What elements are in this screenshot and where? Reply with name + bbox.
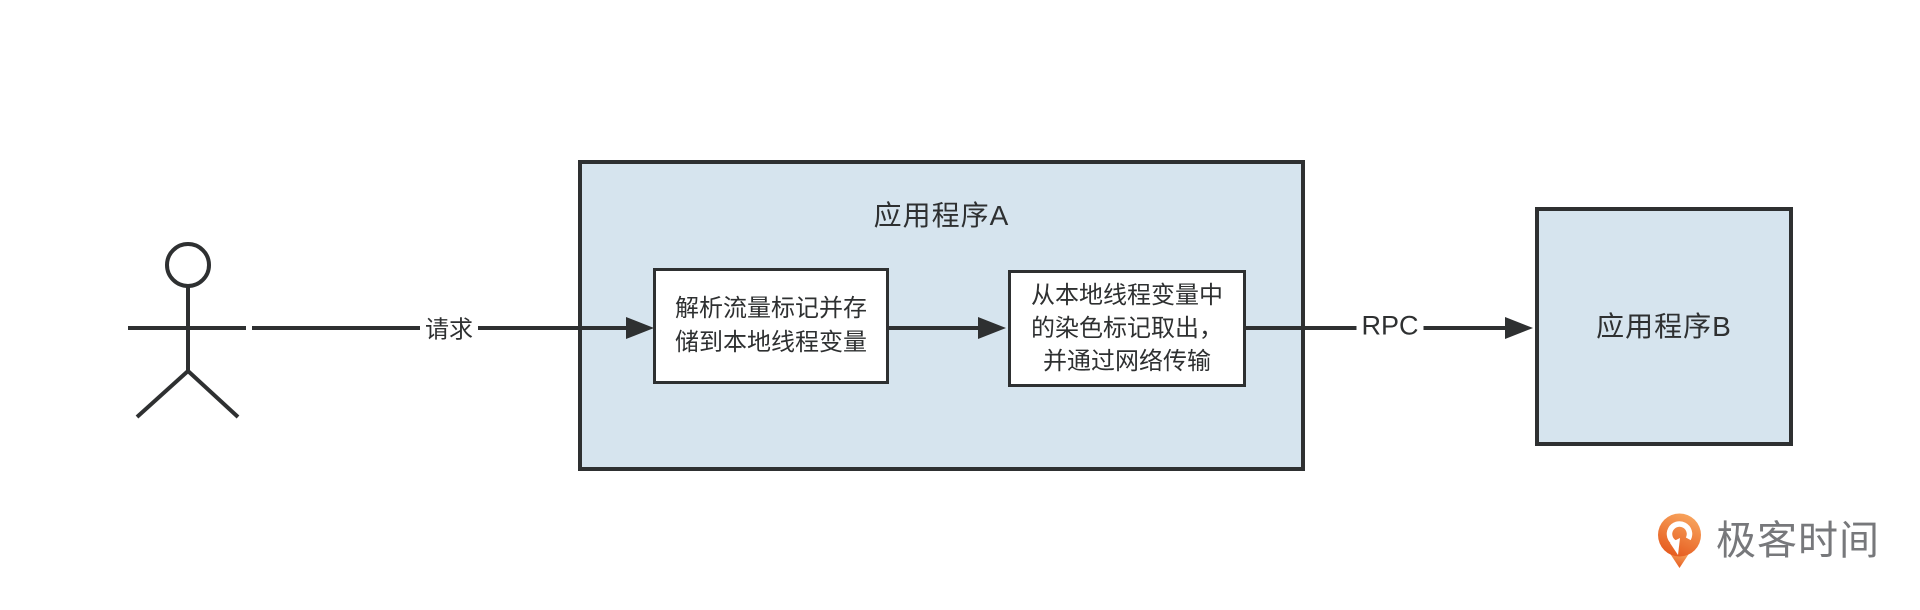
app-a-title: 应用程序A bbox=[873, 200, 1010, 231]
brand-logo: 极客时间 bbox=[1656, 512, 1880, 570]
step-extract-and-transmit-box: 从本地线程变量中 的染色标记取出， 并通过网络传输 bbox=[1008, 270, 1246, 387]
app-b-title: 应用程序B bbox=[1596, 310, 1732, 342]
step-parse-and-store-label: 解析流量标记并存 储到本地线程变量 bbox=[675, 295, 867, 356]
user-stick-figure-icon bbox=[128, 242, 246, 419]
geek-time-logo-icon bbox=[1658, 513, 1701, 568]
request-label: 请求 bbox=[420, 308, 478, 346]
brand-logo-text: 极客时间 bbox=[1716, 519, 1880, 563]
step-parse-and-store-box: 解析流量标记并存 储到本地线程变量 bbox=[653, 268, 889, 384]
app-b-box: 应用程序B bbox=[1535, 207, 1793, 446]
rpc-label: RPC bbox=[1356, 309, 1424, 343]
step-extract-and-transmit-label: 从本地线程变量中 的染色标记取出， 并通过网络传输 bbox=[1031, 282, 1223, 375]
